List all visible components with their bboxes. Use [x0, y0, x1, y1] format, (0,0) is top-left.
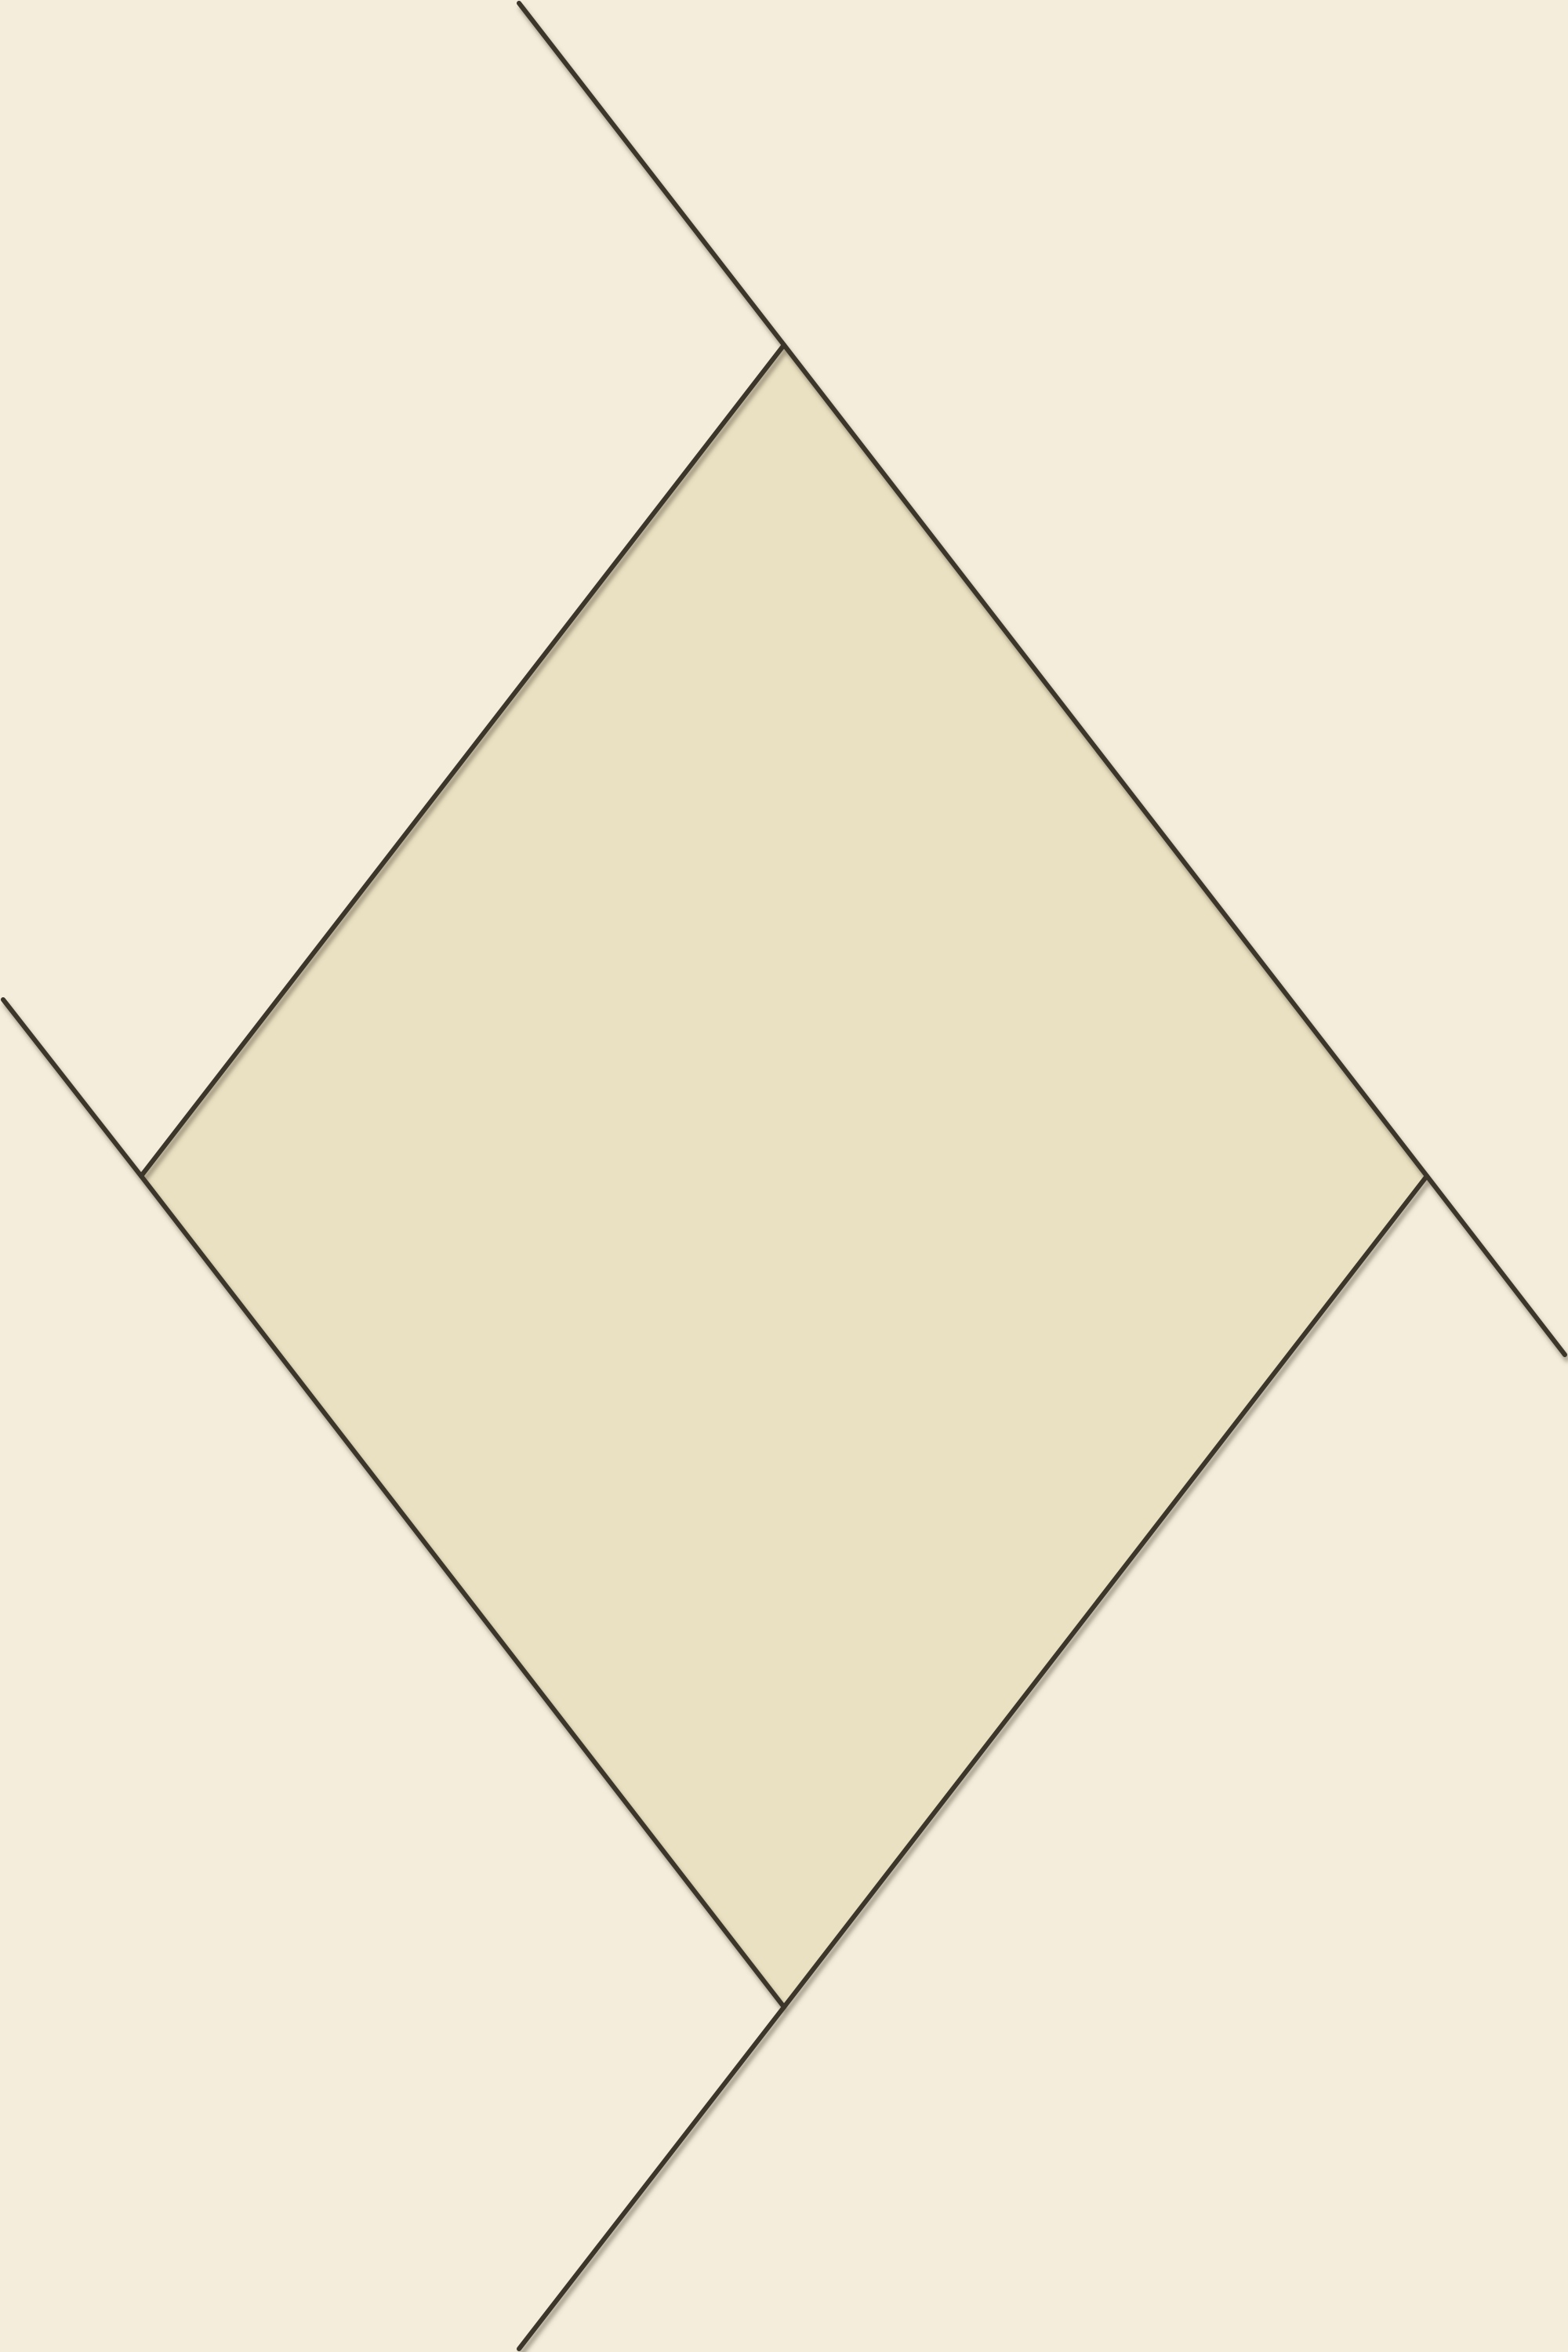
diamond-lower-right-edge: [782, 1174, 1429, 2009]
upper-diagonal-line: [517, 1, 1567, 1357]
diamond-upper-left-edge: [139, 343, 786, 1178]
lower-diagonal-line: [1, 997, 786, 2351]
